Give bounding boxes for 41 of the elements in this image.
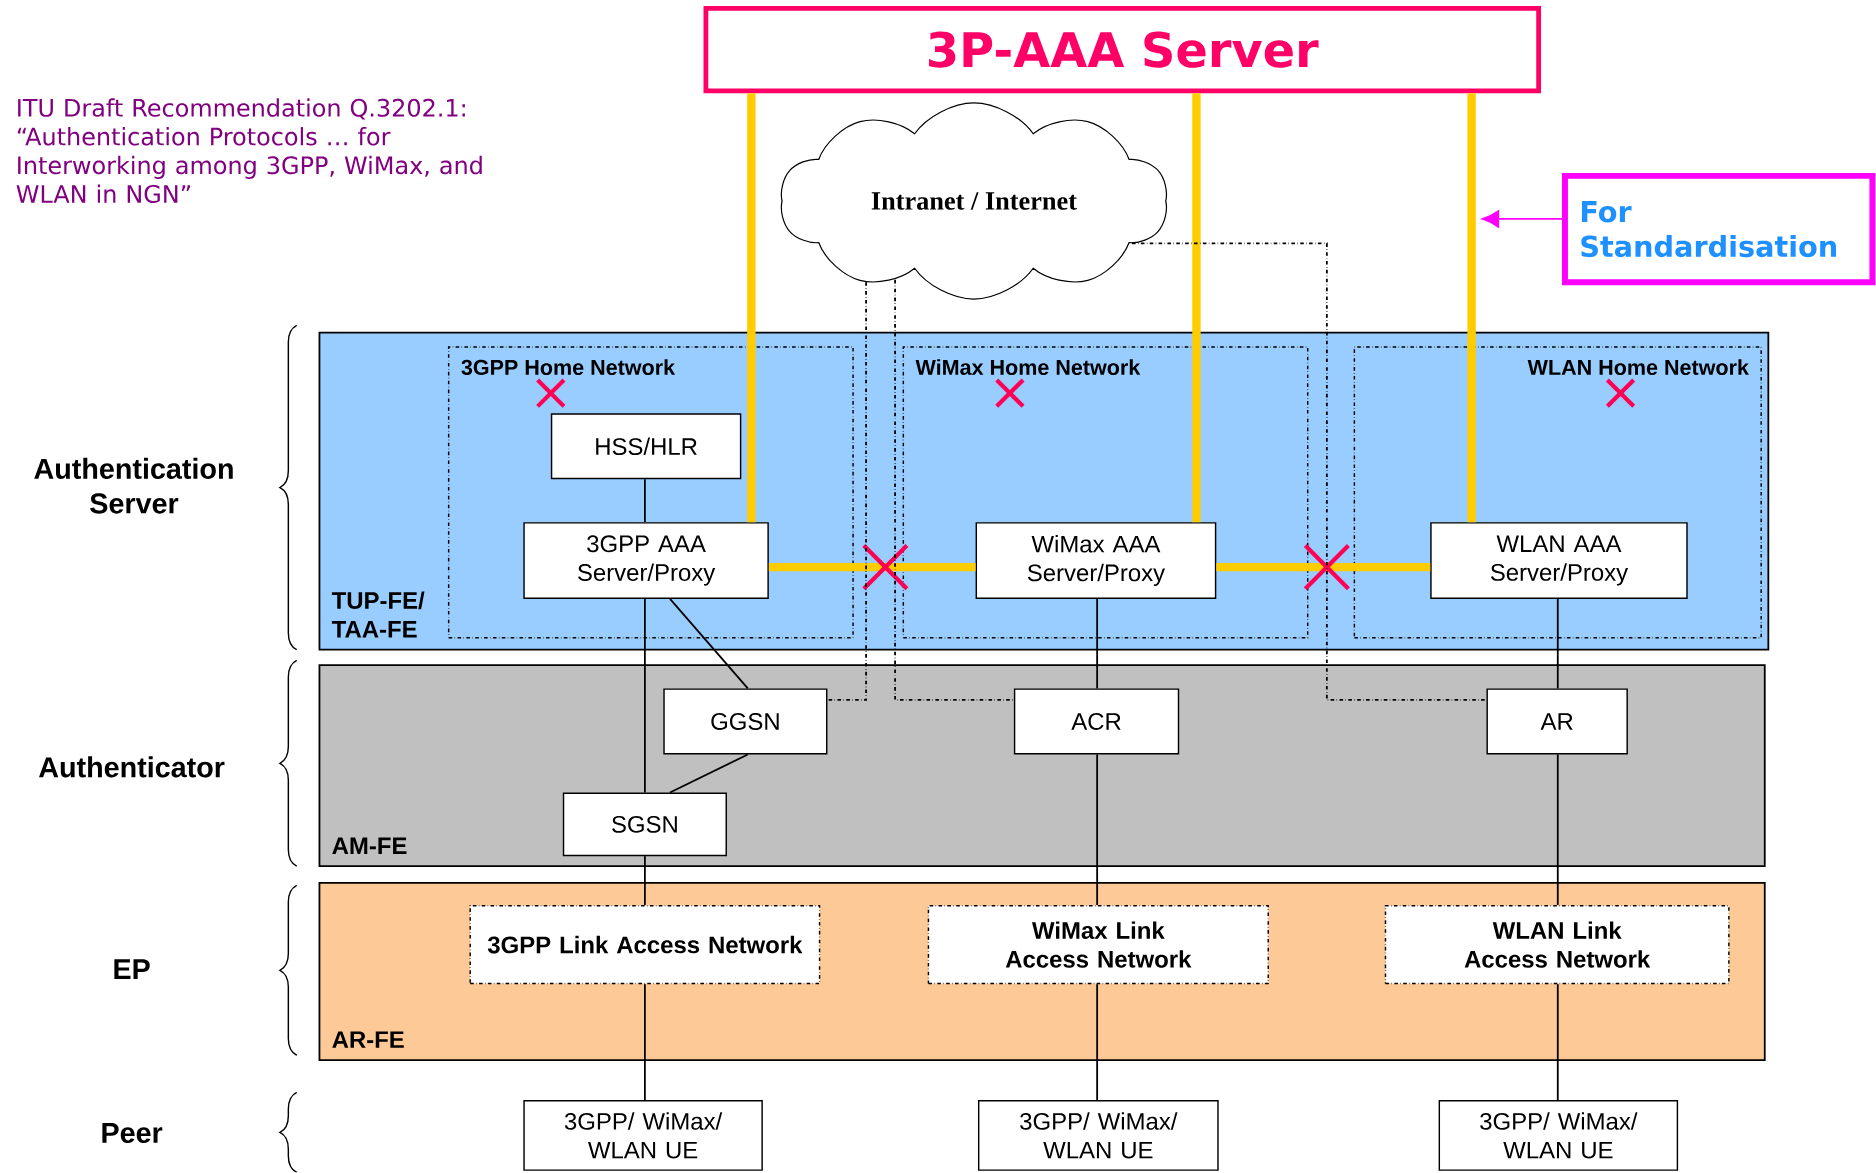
callout-box: For Standardisation <box>1561 173 1876 286</box>
process-box: ACR <box>1013 688 1180 755</box>
process-box: WiMax AAA Server/Proxy <box>975 522 1217 600</box>
connector-line <box>1467 93 1476 523</box>
network-cloud: Intranet / Internet <box>780 102 1168 300</box>
connector-line <box>644 983 646 1102</box>
layer-label: Peer <box>102 1123 163 1144</box>
process-box: HSS/HLR <box>550 413 742 480</box>
layer-label: EP <box>114 959 150 980</box>
process-box: WLAN AAA Server/Proxy <box>1430 522 1688 600</box>
connector-line <box>1096 598 1099 690</box>
connector-line <box>826 281 867 702</box>
process-box: GGSN <box>663 688 828 755</box>
process-box: 3GPP/ WiMax/ WLAN UE <box>1438 1100 1679 1172</box>
connector-line <box>1131 242 1488 702</box>
itu-note: ITU Draft Recommendation Q.3202.1: “Authentication Protocols … for Interworking among 3GPP, WiMax, and WLAN in NGN” <box>16 98 482 204</box>
access-network-box: WLAN Link Access Network <box>1384 905 1730 985</box>
process-box: 3GPP AAA Server/Proxy <box>523 522 769 600</box>
process-box: 3GPP/ WiMax/ WLAN UE <box>523 1100 763 1172</box>
connector-line <box>1556 753 1559 907</box>
server-box: 3P-AAA Server <box>703 6 1542 94</box>
connector-line <box>1556 598 1559 690</box>
connector-line <box>644 855 646 907</box>
connector-line <box>669 598 749 690</box>
connector-line <box>1556 983 1559 1102</box>
process-box: AR <box>1486 688 1628 755</box>
connector-line <box>747 93 756 523</box>
connector-line <box>644 478 646 524</box>
process-box: 3GPP/ WiMax/ WLAN UE <box>977 1100 1219 1172</box>
layer-label: Authenticator <box>39 756 225 778</box>
connector-line <box>1096 753 1099 907</box>
layer-label: Authentication Server <box>34 458 233 514</box>
connector-line <box>894 279 1015 702</box>
access-network-box: WiMax Link Access Network <box>927 905 1269 985</box>
connector-line <box>1096 983 1099 1102</box>
connector-line <box>669 753 749 794</box>
connector-line <box>644 598 646 794</box>
arrow <box>1481 210 1563 228</box>
connector-line <box>1192 93 1201 523</box>
access-network-box: 3GPP Link Access Network <box>469 905 821 985</box>
process-box: SGSN <box>562 792 727 857</box>
